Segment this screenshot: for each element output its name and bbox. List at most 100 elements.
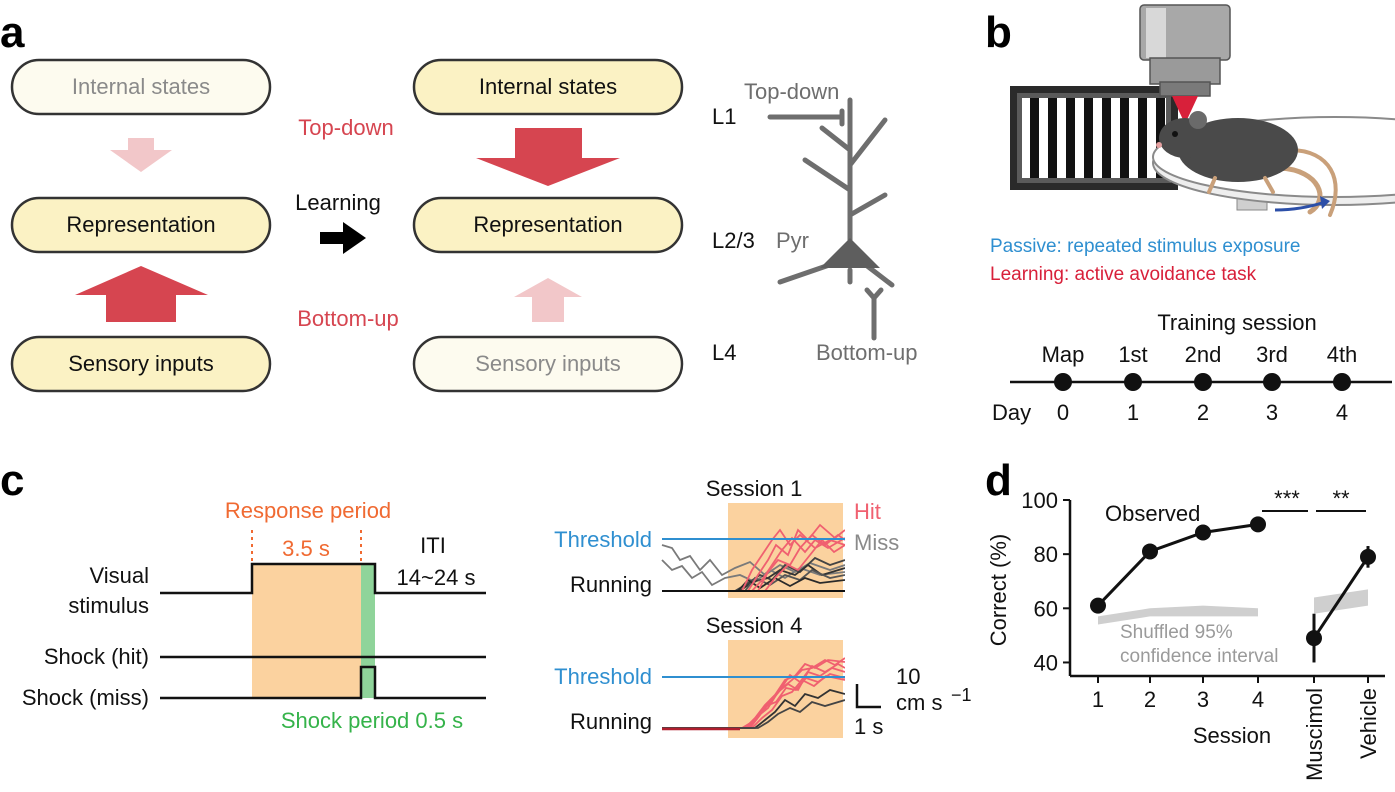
right-sensory-oval: [412, 335, 684, 393]
top-down-label: Top-down: [298, 115, 393, 140]
x-tick-label: 1: [1092, 687, 1104, 712]
neuron-top-down-label: Top-down: [744, 79, 839, 104]
day-1: 1: [1127, 400, 1139, 425]
x-tick-label: 3: [1197, 687, 1209, 712]
layer-l4-label: L4: [712, 340, 736, 365]
passive-condition: Passive: repeated stimulus exposure: [990, 236, 1301, 257]
learning-condition: Learning: active avoidance task: [990, 264, 1257, 285]
session4-traces: [662, 657, 845, 729]
layer-l1-label: L1: [712, 104, 736, 129]
session4-title: Session 4: [706, 613, 803, 638]
shuffled-label-line2: confidence interval: [1120, 646, 1278, 667]
miss-legend: Miss: [854, 530, 899, 555]
timeline-dot: [1263, 373, 1281, 391]
wheel-direction-arrowhead: [1320, 196, 1330, 209]
right-states-label: Internal states: [479, 74, 617, 99]
top-down-arrow-faint: [110, 138, 172, 172]
day-4: 4: [1336, 400, 1348, 425]
timeline-dot: [1054, 373, 1072, 391]
panel-a-letter: a: [0, 8, 25, 57]
microscope-objective-icon: [1139, 4, 1231, 124]
x-tick-label: 2: [1144, 687, 1156, 712]
data-point: [1250, 516, 1266, 533]
observed-line: [1096, 522, 1259, 607]
visual-stimulus-trace: [160, 562, 486, 595]
visual-label: Visual: [89, 563, 149, 588]
y-tick-label: 60: [1034, 596, 1058, 621]
shuffled-ci-band-drug: [1314, 589, 1368, 614]
neuron-pyr-label: Pyr: [776, 228, 809, 253]
response-period-label: Response period: [225, 498, 391, 523]
drug-line: [1312, 556, 1370, 639]
iti-label: ITI: [420, 533, 446, 558]
scale-unit-label: cm s: [896, 690, 942, 715]
pyramidal-soma: [820, 238, 880, 268]
y-tick-label: 80: [1034, 542, 1058, 567]
left-sensory-oval: [10, 335, 272, 393]
mouse-icon: [1156, 111, 1338, 217]
panel-b: b: [985, 4, 1395, 425]
session4-running-label: Running: [570, 709, 652, 734]
scale-exponent-label: −1: [951, 685, 972, 705]
bottom-up-arrow-faint: [514, 278, 582, 322]
y-tick-label: 40: [1034, 650, 1058, 675]
right-representation-oval: [412, 196, 684, 254]
learning-arrow: [320, 222, 366, 254]
session1-threshold-label: Threshold: [554, 527, 652, 552]
panel-c: c Response period 3.5 s ITI 14~24 s Visu…: [0, 456, 972, 739]
y-tick-label: 100: [1021, 488, 1058, 513]
session-2nd: 2nd: [1185, 342, 1222, 367]
panel-d-letter: d: [985, 456, 1012, 505]
scale-bar: [855, 684, 881, 709]
observed-label: Observed: [1105, 501, 1200, 526]
response-period-band: [252, 564, 362, 698]
session-4th: 4th: [1327, 342, 1358, 367]
right-states-oval: [412, 58, 684, 116]
shock-hit-label: Shock (hit): [44, 644, 149, 669]
session1-title: Session 1: [706, 476, 803, 501]
session-map: Map: [1042, 342, 1085, 367]
neuron-bottom-up-label: Bottom-up: [816, 340, 918, 365]
scale-value-label: 10: [896, 664, 920, 689]
data-point: [1306, 630, 1322, 647]
timeline-dot: [1333, 373, 1351, 391]
panel-b-letter: b: [985, 8, 1012, 57]
x-axis-title: Session: [1193, 723, 1271, 748]
sig-label-2: **: [1332, 486, 1350, 511]
panel-c-letter: c: [0, 456, 24, 505]
x-tick-label: 4: [1252, 687, 1264, 712]
right-representation-label: Representation: [473, 212, 622, 237]
x-tick-label: Muscimol: [1302, 688, 1327, 781]
training-session-title: Training session: [1157, 310, 1316, 335]
shock-period-label: Shock period 0.5 s: [281, 708, 463, 733]
top-down-arrow-strong: [476, 128, 620, 186]
left-representation-label: Representation: [66, 212, 215, 237]
hit-legend: Hit: [854, 499, 881, 524]
session-1st: 1st: [1118, 342, 1147, 367]
layer-l23-label: L2/3: [712, 228, 755, 253]
bottom-up-label: Bottom-up: [297, 306, 399, 331]
iti-range-label: 14~24 s: [397, 565, 476, 590]
scale-time-label: 1 s: [854, 714, 883, 739]
shock-miss-trace: [160, 665, 486, 700]
left-states-oval: [10, 58, 272, 116]
timeline-dot: [1194, 373, 1212, 391]
data-point: [1142, 543, 1158, 560]
session-3rd: 3rd: [1256, 342, 1288, 367]
monitor-icon: [1010, 86, 1178, 190]
panel-a: a Internal states Representation Sensory…: [0, 8, 918, 393]
day-0: 0: [1057, 400, 1069, 425]
learning-label: Learning: [295, 190, 381, 215]
shock-period-band: [361, 564, 375, 698]
bottom-up-arrow-strong: [75, 266, 208, 322]
left-sensory-label: Sensory inputs: [68, 351, 214, 376]
timeline-dot: [1124, 373, 1142, 391]
day-3: 3: [1266, 400, 1278, 425]
data-point: [1090, 597, 1106, 614]
day-label: Day: [992, 400, 1031, 425]
session1-running-label: Running: [570, 572, 652, 597]
data-point: [1360, 548, 1376, 565]
